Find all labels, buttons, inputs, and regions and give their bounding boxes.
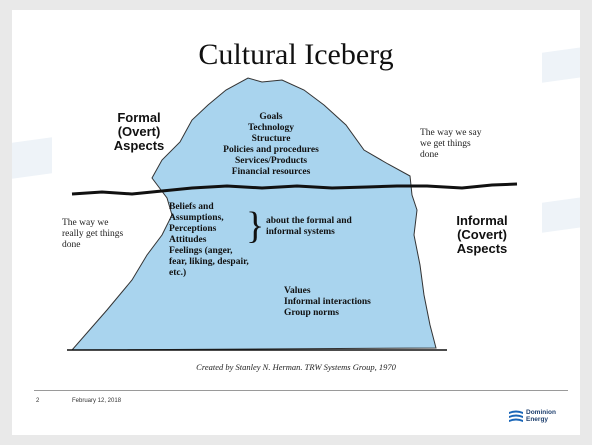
footer-rule bbox=[34, 390, 568, 391]
iceberg-diagram: } bbox=[67, 77, 518, 351]
dominion-energy-logo: Dominion Energy bbox=[508, 408, 570, 426]
below-water-beliefs: Beliefs and Assumptions, Perceptions Att… bbox=[169, 202, 249, 278]
above-water-list: Goals Technology Structure Policies and … bbox=[223, 112, 319, 177]
footer-date: February 12, 2018 bbox=[72, 398, 122, 404]
say-note: The way we say we get things done bbox=[420, 128, 482, 160]
water-line bbox=[71, 182, 518, 196]
logo-wordmark: Dominion Energy bbox=[526, 409, 556, 423]
below-water-values: Values Informal interactions Group norms bbox=[284, 286, 371, 318]
slide: Cultural Iceberg } Formal (Overt) Aspect… bbox=[12, 10, 580, 435]
page-number: 2 bbox=[36, 398, 40, 404]
slide-title: Cultural Iceberg bbox=[198, 38, 394, 71]
informal-aspects-heading: Informal (Covert) Aspects bbox=[456, 213, 508, 256]
formal-aspects-heading: Formal (Overt) Aspects bbox=[113, 110, 165, 153]
logo-mark-icon bbox=[509, 410, 523, 422]
really-note: The way we really get things done bbox=[62, 218, 124, 250]
credit-line: Created by Stanley N. Herman. TRW System… bbox=[196, 362, 396, 372]
brace: } bbox=[246, 205, 264, 247]
brace-note: about the formal and informal systems bbox=[266, 216, 352, 237]
